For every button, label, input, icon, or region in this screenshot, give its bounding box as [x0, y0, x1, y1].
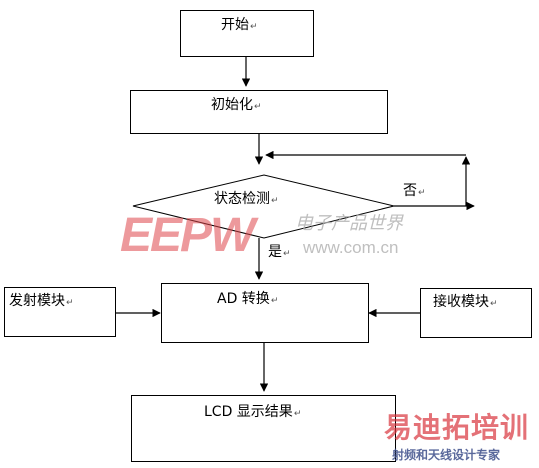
- paragraph-mark: ↵: [250, 22, 258, 32]
- transmit-label: 发射模块: [9, 293, 65, 309]
- ad-label: AD 转换: [217, 291, 270, 307]
- init-box: 初始化↵: [130, 90, 388, 134]
- lcd-box: LCD 显示结果↵: [131, 395, 396, 462]
- paragraph-mark: ↵: [271, 196, 279, 206]
- paragraph-mark: ↵: [293, 409, 302, 419]
- paragraph-mark: ↵: [66, 298, 74, 308]
- paragraph-mark: ↵: [418, 188, 426, 198]
- paragraph-mark: ↵: [254, 102, 262, 112]
- lcd-label: LCD 显示结果: [204, 404, 293, 420]
- start-label: 开始: [221, 17, 249, 33]
- paragraph-mark: ↵: [283, 249, 291, 259]
- detect-label: 状态检测: [214, 191, 270, 207]
- transmit-box: 发射模块↵: [4, 287, 116, 337]
- paragraph-mark: ↵: [490, 299, 498, 309]
- paragraph-mark: ↵: [270, 296, 279, 306]
- rf-subtitle: 射频和天线设计专家: [392, 448, 501, 462]
- eepw-logo: EEPW: [120, 209, 255, 262]
- start-box: 开始↵: [180, 10, 314, 57]
- yes-label: 是: [268, 244, 282, 260]
- receive-box: 接收模块↵: [420, 288, 532, 338]
- receive-label: 接收模块: [433, 294, 489, 310]
- init-label: 初始化: [211, 97, 253, 113]
- ad-box: AD 转换↵: [161, 283, 369, 343]
- eepw-url-text: www.com.cn: [303, 238, 399, 257]
- eepw-cn-text: 电子产品世界: [295, 213, 403, 234]
- no-label: 否: [403, 183, 417, 199]
- rf-logo: 易迪拓培训: [384, 411, 530, 444]
